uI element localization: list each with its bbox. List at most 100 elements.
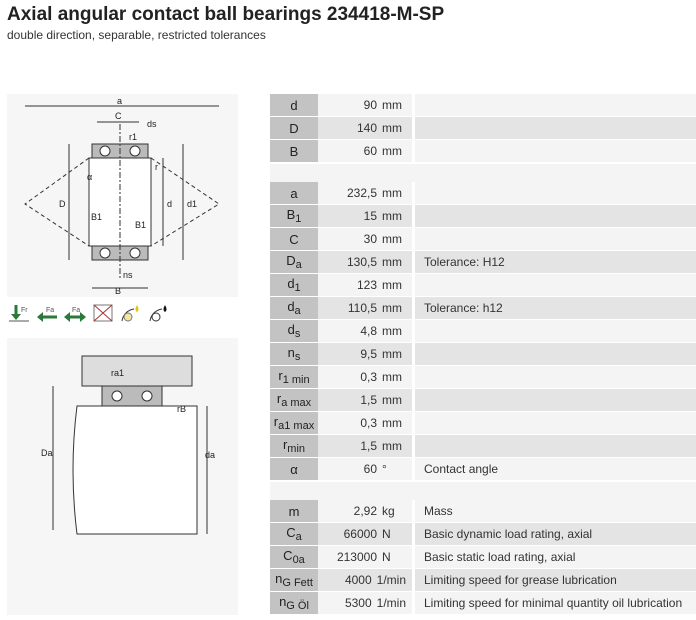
parameter-description — [412, 343, 696, 365]
parameter-symbol: Da — [270, 251, 318, 273]
symbol: B — [289, 143, 299, 159]
dim-label-D: D — [59, 199, 66, 209]
parameter-symbol: rmin — [270, 435, 318, 457]
parameter-description: Mass — [412, 500, 696, 522]
parameter-unit: ° — [382, 462, 387, 476]
symbol: d — [287, 299, 295, 314]
parameter-unit: mm — [382, 301, 402, 315]
parameter-description — [412, 274, 696, 296]
parameter-symbol: d — [270, 94, 318, 116]
parameter-description: Contact angle — [412, 458, 696, 480]
symbol-subscript: 1 min — [282, 374, 310, 386]
symbol-subscript: 1 — [294, 282, 301, 294]
dim-label-ra1: ra1 — [111, 368, 124, 378]
symbol-subscript: a max — [281, 397, 312, 409]
symbol: r — [282, 437, 288, 452]
symbol: r — [273, 414, 279, 429]
parameter-description: Tolerance: h12 — [412, 297, 696, 319]
parameter-symbol: ns — [270, 343, 318, 365]
bearing-feature-icons: Fr Fa Fa — [8, 301, 170, 325]
parameter-value: 123 — [356, 278, 377, 292]
parameter-description — [412, 412, 696, 434]
parameter-description — [412, 117, 696, 139]
parameter-unit: mm — [382, 121, 402, 135]
parameter-symbol: C — [270, 228, 318, 250]
parameter-unit: mm — [382, 393, 402, 407]
parameter-unit: N — [382, 550, 391, 564]
parameter-unit: 1/min — [376, 596, 406, 610]
symbol: D — [289, 120, 299, 136]
svg-text:Fa: Fa — [46, 307, 54, 314]
parameter-description: Basic static load rating, axial — [412, 546, 696, 568]
dim-label-da: da — [205, 450, 215, 460]
dim-label-alpha: α — [87, 172, 92, 182]
dim-label-B1-2: B1 — [135, 220, 146, 230]
parameter-unit: kg — [382, 504, 395, 518]
symbol-subscript: a — [295, 259, 302, 271]
parameter-value-cell: 60° — [318, 458, 412, 480]
symbol: m — [288, 503, 300, 519]
parameter-symbol: da — [270, 297, 318, 319]
symbol: C — [289, 231, 299, 247]
parameter-unit: mm — [382, 416, 402, 430]
page-subtitle: double direction, separable, restricted … — [7, 28, 266, 42]
symbol-subscript: 1 — [295, 213, 302, 225]
parameter-value: 4,8 — [360, 324, 377, 338]
parameter-symbol: nG Fett — [270, 569, 318, 591]
parameter-symbol: Ca — [270, 523, 318, 545]
page-title: Axial angular contact ball bearings 2344… — [7, 4, 445, 25]
dim-label-B1: B1 — [91, 212, 102, 222]
parameter-description — [412, 182, 696, 204]
symbol: D — [286, 253, 296, 268]
svg-text:Fa: Fa — [72, 307, 80, 314]
symbol: B — [286, 207, 296, 222]
parameter-value: 1,5 — [360, 393, 377, 407]
parameter-description — [412, 320, 696, 342]
parameter-unit: mm — [382, 255, 402, 269]
parameter-value: 232,5 — [346, 186, 377, 200]
parameter-symbol: B1 — [270, 205, 318, 227]
parameter-value: 60 — [363, 144, 377, 158]
parameter-description — [412, 435, 696, 457]
dim-label-rb: rB — [177, 404, 186, 414]
parameter-description — [412, 140, 696, 162]
parameter-description: Limiting speed for grease lubrication — [412, 569, 696, 591]
parameter-symbol: nG Öl — [270, 592, 318, 614]
parameter-value: 9,5 — [360, 347, 377, 361]
parameter-unit: mm — [382, 439, 402, 453]
dim-label-r1: r1 — [129, 132, 137, 142]
dim-label-ns: ns — [123, 270, 133, 280]
parameter-symbol: ds — [270, 320, 318, 342]
symbol: n — [287, 345, 295, 360]
symbol: C — [286, 525, 296, 540]
dim-label-d1: d1 — [187, 199, 197, 209]
parameter-unit: N — [382, 527, 391, 541]
symbol: n — [275, 571, 283, 586]
parameter-symbol: m — [270, 500, 318, 522]
parameter-symbol: α — [270, 458, 318, 480]
symbol: d — [287, 322, 295, 337]
parameter-value-cell: 5300 1/min — [318, 592, 412, 614]
symbol-subscript: a1 max — [278, 420, 315, 432]
symbol-subscript: 0a — [292, 554, 305, 566]
parameter-value: 5300 — [344, 596, 372, 610]
